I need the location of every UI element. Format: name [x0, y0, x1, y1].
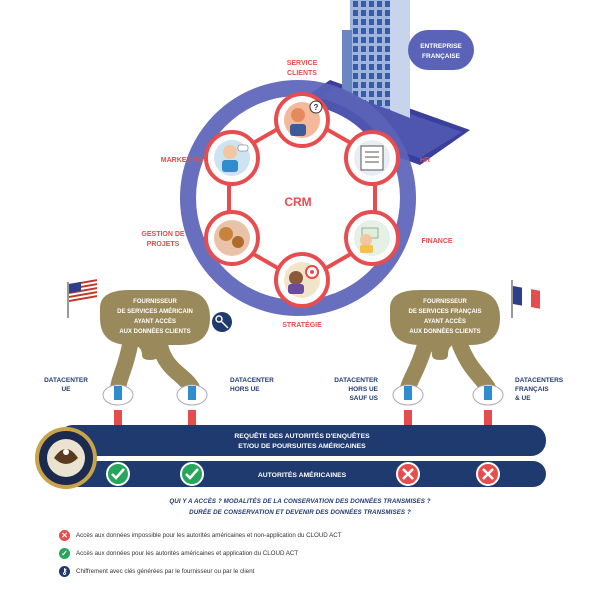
legend-impossible-text: Accès aux données impossible pour les au…: [76, 532, 342, 539]
key-icon: [212, 312, 232, 332]
dc-francais-ue-line2: FRANÇAIS: [515, 386, 549, 393]
provider-fr-line2: DE SERVICES FRANÇAIS: [409, 309, 482, 315]
cross-icon: ✕: [59, 530, 70, 541]
authorities-bar: AUTORITÉS AMÉRICAINES: [58, 461, 546, 487]
building-label: ENTREPRISE FRANÇAISE: [408, 30, 474, 70]
label-service-clients-1: SERVICE: [287, 60, 318, 67]
label-hr: HR: [420, 157, 430, 164]
datacenter-ue-icon: [102, 384, 134, 406]
dc-ue-line1: DATACENTER: [44, 377, 88, 384]
label-marketing: MARKETING: [161, 157, 204, 164]
dc-hors-ue-line1: DATACENTER: [230, 377, 274, 384]
dc-hors-ue-sauf-us-line2: HORS UE: [348, 386, 378, 393]
dc-ue-line2: UE: [61, 386, 71, 393]
department-of-justice-seal-icon: [35, 427, 97, 489]
dc-hors-ue-line2: HORS UE: [230, 386, 260, 393]
provider-us-line2: DE SERVICES AMÉRICAIN: [117, 307, 193, 315]
building-label-line1: ENTREPRISE: [420, 43, 462, 50]
legend-encryption-text: Chiffrement avec clés générées par le fo…: [76, 568, 255, 575]
question-line-1: QUI Y A ACCÈS ? MODALITÉS DE LA CONSERVA…: [169, 498, 431, 505]
check-icon: ✓: [59, 548, 70, 559]
label-finance: FINANCE: [421, 238, 452, 245]
legend-impossible: ✕ Accès aux données impossible pour les …: [59, 530, 342, 541]
key-icon: ⚷: [59, 566, 70, 577]
provider-us-line1: FOURNISSEUR: [133, 299, 177, 305]
question-line-2: DURÉE DE CONSERVATION ET DEVENIR DES DON…: [189, 509, 411, 516]
label-strategie: STRATÉGIE: [282, 320, 322, 329]
svg-text:?: ?: [314, 103, 319, 112]
datacenter-hors-ue-icon: [176, 384, 208, 406]
dc-hors-ue-sauf-us-line3: SAUF US: [349, 395, 378, 402]
request-bar-line1: REQUÊTE DES AUTORITÉS D'ENQUÊTES: [234, 431, 370, 440]
label-gestion-projets-1: GESTION DE: [141, 231, 185, 238]
provider-us-line4: AUX DONNÉES CLIENTS: [119, 327, 190, 335]
outcome-hors-ue-sauf-us-cross-icon: [396, 462, 420, 486]
node-hr: [344, 130, 400, 186]
dc-francais-ue-line1: DATACENTERS: [515, 377, 564, 384]
building-label-line2: FRANÇAISE: [422, 53, 461, 60]
legend-possible: ✓ Accès aux données pour les autorités a…: [59, 548, 298, 559]
node-service-clients: ?: [274, 92, 330, 148]
authorities-bar-label: AUTORITÉS AMÉRICAINES: [258, 470, 347, 479]
outcome-francais-ue-cross-icon: [476, 462, 500, 486]
node-marketing: [204, 130, 260, 186]
datacenter-francais-ue-icon: [472, 384, 504, 406]
provider-us: FOURNISSEUR DE SERVICES AMÉRICAIN AYANT …: [100, 290, 210, 396]
provider-fr: FOURNISSEUR DE SERVICES FRANÇAIS AYANT A…: [390, 290, 500, 396]
us-flag-icon: [67, 279, 97, 318]
datacenter-hors-ue-sauf-us-icon: [392, 384, 424, 406]
outcome-hors-ue-check-icon: [180, 462, 204, 486]
dc-hors-ue-sauf-us-line1: DATACENTER: [334, 377, 378, 384]
legend-possible-text: Accès aux données pour les autorités amé…: [76, 550, 299, 557]
label-gestion-projets-2: PROJETS: [147, 241, 180, 248]
node-gestion-projets: [204, 210, 260, 266]
label-service-clients-2: CLIENTS: [287, 70, 317, 77]
provider-fr-line4: AUX DONNÉES CLIENTS: [409, 327, 480, 335]
outcome-ue-check-icon: [106, 462, 130, 486]
node-strategie: [274, 252, 330, 308]
legend-encryption: ⚷ Chiffrement avec clés générées par le …: [59, 566, 254, 577]
fr-flag-icon: [511, 280, 540, 318]
provider-fr-line1: FOURNISSEUR: [423, 299, 467, 305]
dc-francais-ue-line3: & UE: [515, 395, 531, 402]
crm-label: CRM: [284, 195, 311, 209]
provider-us-line3: AYANT ACCÈS: [134, 317, 176, 325]
building-icon: [342, 0, 410, 118]
provider-fr-line3: AYANT ACCÈS: [424, 317, 466, 325]
request-bar-line2: ET/OU DE POURSUITES AMÉRICAINES: [238, 441, 366, 450]
request-bar: REQUÊTE DES AUTORITÉS D'ENQUÊTES ET/OU D…: [58, 425, 546, 456]
node-finance: [344, 210, 400, 266]
